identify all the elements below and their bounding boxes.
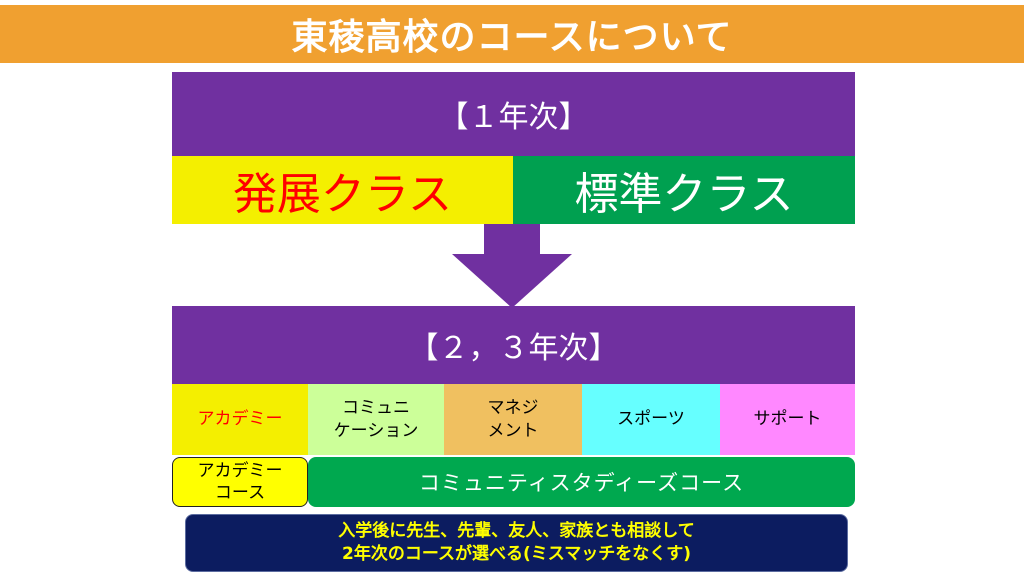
down-arrow-icon [452,224,572,308]
course-sports: スポーツ [582,384,720,455]
title-bar: 東稜高校のコースについて [0,5,1024,63]
year1-header: 【１年次】 [172,72,855,156]
note-box: 入学後に先生、先輩、友人、家族とも相談して 2年次のコースが選べる(ミスマッチを… [185,514,848,572]
group-academy-label-line2: コース [214,483,266,503]
class-advanced: 発展クラス [172,156,513,224]
group-community-studies-label: コミュニティスタディーズコース [418,471,745,495]
year23-header-label: 【２，３年次】 [408,331,619,366]
note-line2: 2年次のコースが選べる(ミスマッチをなくす) [341,544,691,564]
course-communication: コミュニ ケーション [308,384,444,455]
class-standard: 標準クラス [513,156,855,224]
group-academy-label-line1: アカデミー [197,460,283,481]
year1-header-label: 【１年次】 [438,100,589,135]
note-line1: 入学後に先生、先輩、友人、家族とも相談して [338,521,695,542]
page-title: 東稜高校のコースについて [291,17,733,58]
course-communication-label-line1: コミュニ [341,397,410,418]
course-sports-label: スポーツ [617,409,685,430]
course-management: マネジ メント [444,384,582,455]
group-academy-course: アカデミー コース [172,457,308,507]
course-support: サポート [720,384,855,455]
group-community-studies-course: コミュニティスタディーズコース [308,457,855,507]
course-support-label: サポート [753,409,822,430]
year23-header: 【２，３年次】 [172,306,855,384]
course-management-label-line1: マネジ [487,397,539,418]
class-advanced-label: 発展クラス [232,169,453,220]
course-academy: アカデミー [172,384,308,455]
course-communication-label-line2: ケーション [333,420,419,441]
class-standard-label: 標準クラス [574,169,794,220]
course-management-label-line2: メント [487,420,539,441]
course-academy-label: アカデミー [197,409,283,430]
